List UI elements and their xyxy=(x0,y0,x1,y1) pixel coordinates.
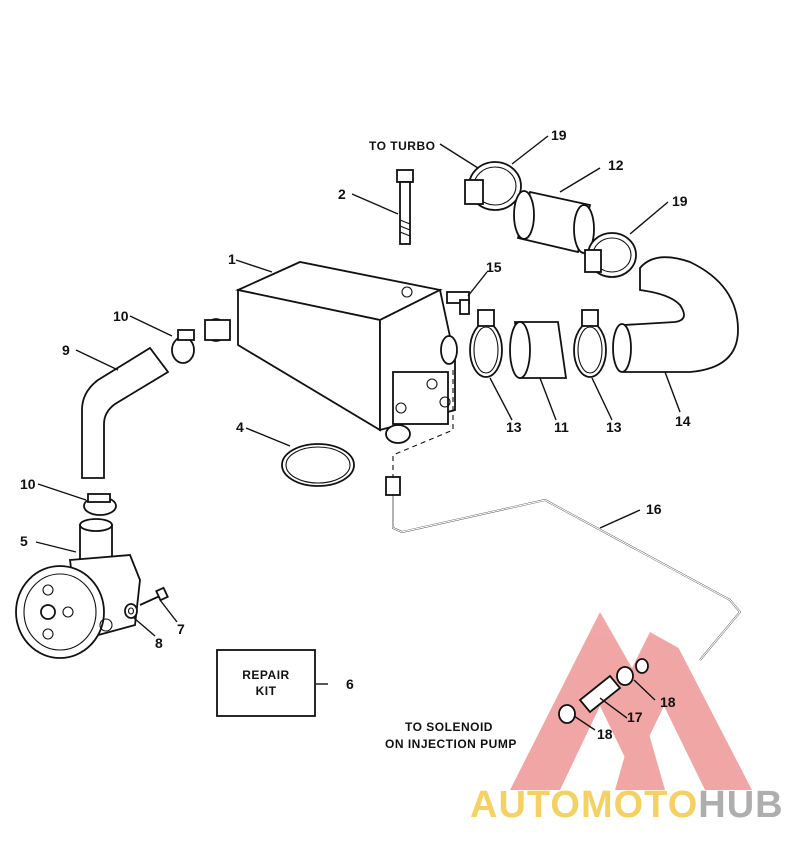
callout-19-lower: 19 xyxy=(672,193,688,209)
callout-2: 2 xyxy=(338,186,346,202)
part-hose-clamp-upper xyxy=(171,329,195,364)
part-turbo-clamp-upper xyxy=(464,161,522,211)
callout-18-upper: 18 xyxy=(660,694,676,710)
part-rubber-sleeve xyxy=(513,190,595,254)
label-to-solenoid-1: TO SOLENOID xyxy=(405,720,493,734)
part-sleeve-middle xyxy=(509,321,568,379)
part-elbow-fitting xyxy=(446,291,470,315)
part-elbow-hose xyxy=(612,256,739,373)
part-bent-hose xyxy=(81,346,170,479)
callout-10-upper: 10 xyxy=(113,308,129,324)
label-repair-kit-1: REPAIR xyxy=(242,668,289,682)
label-to-solenoid-2: ON INJECTION PUMP xyxy=(385,737,517,751)
part-o-ring xyxy=(281,443,355,487)
callout-4: 4 xyxy=(236,419,244,435)
part-screw xyxy=(139,586,169,606)
callout-11: 11 xyxy=(554,419,569,435)
part-intercooler-body xyxy=(204,261,458,444)
callout-12: 12 xyxy=(608,157,624,173)
part-turbo-clamp-lower xyxy=(584,232,637,278)
watermark-moto: MOTO xyxy=(581,784,698,826)
watermark-hub: HUB xyxy=(698,784,783,826)
callout-19-upper: 19 xyxy=(551,127,567,143)
callout-16: 16 xyxy=(646,501,662,517)
part-sea-water-pump xyxy=(15,518,141,659)
callout-7: 7 xyxy=(177,621,185,637)
callout-6: 6 xyxy=(346,676,354,692)
part-washer xyxy=(124,603,138,619)
callout-13-right: 13 xyxy=(606,419,622,435)
label-repair-kit-2: KIT xyxy=(256,684,277,698)
label-to-turbo: TO TURBO xyxy=(369,139,435,153)
callout-13-left: 13 xyxy=(506,419,522,435)
callout-8: 8 xyxy=(155,635,163,651)
callout-15: 15 xyxy=(486,259,502,275)
part-small-hose xyxy=(578,674,622,714)
callout-17: 17 xyxy=(627,709,643,725)
callout-14: 14 xyxy=(675,413,691,429)
watermark-logo xyxy=(510,612,752,790)
watermark-auto: AUTO xyxy=(470,784,581,826)
part-bolt xyxy=(396,169,414,245)
callout-9: 9 xyxy=(62,342,70,358)
watermark-text: AUTOMOTOHUB xyxy=(470,784,784,826)
part-tube xyxy=(385,370,742,661)
part-clamp-left xyxy=(469,309,503,378)
part-hose-clamp-lower xyxy=(83,493,117,516)
part-clamp-right xyxy=(573,309,607,378)
repair-kit-box xyxy=(216,649,316,717)
part-small-clamp-upper xyxy=(616,658,649,686)
callout-5: 5 xyxy=(20,533,28,549)
leader-lines xyxy=(35,135,681,731)
callout-10-lower: 10 xyxy=(20,476,36,492)
callout-18-lower: 18 xyxy=(597,726,613,742)
part-small-clamp-lower xyxy=(558,704,576,724)
callout-1: 1 xyxy=(228,251,236,267)
